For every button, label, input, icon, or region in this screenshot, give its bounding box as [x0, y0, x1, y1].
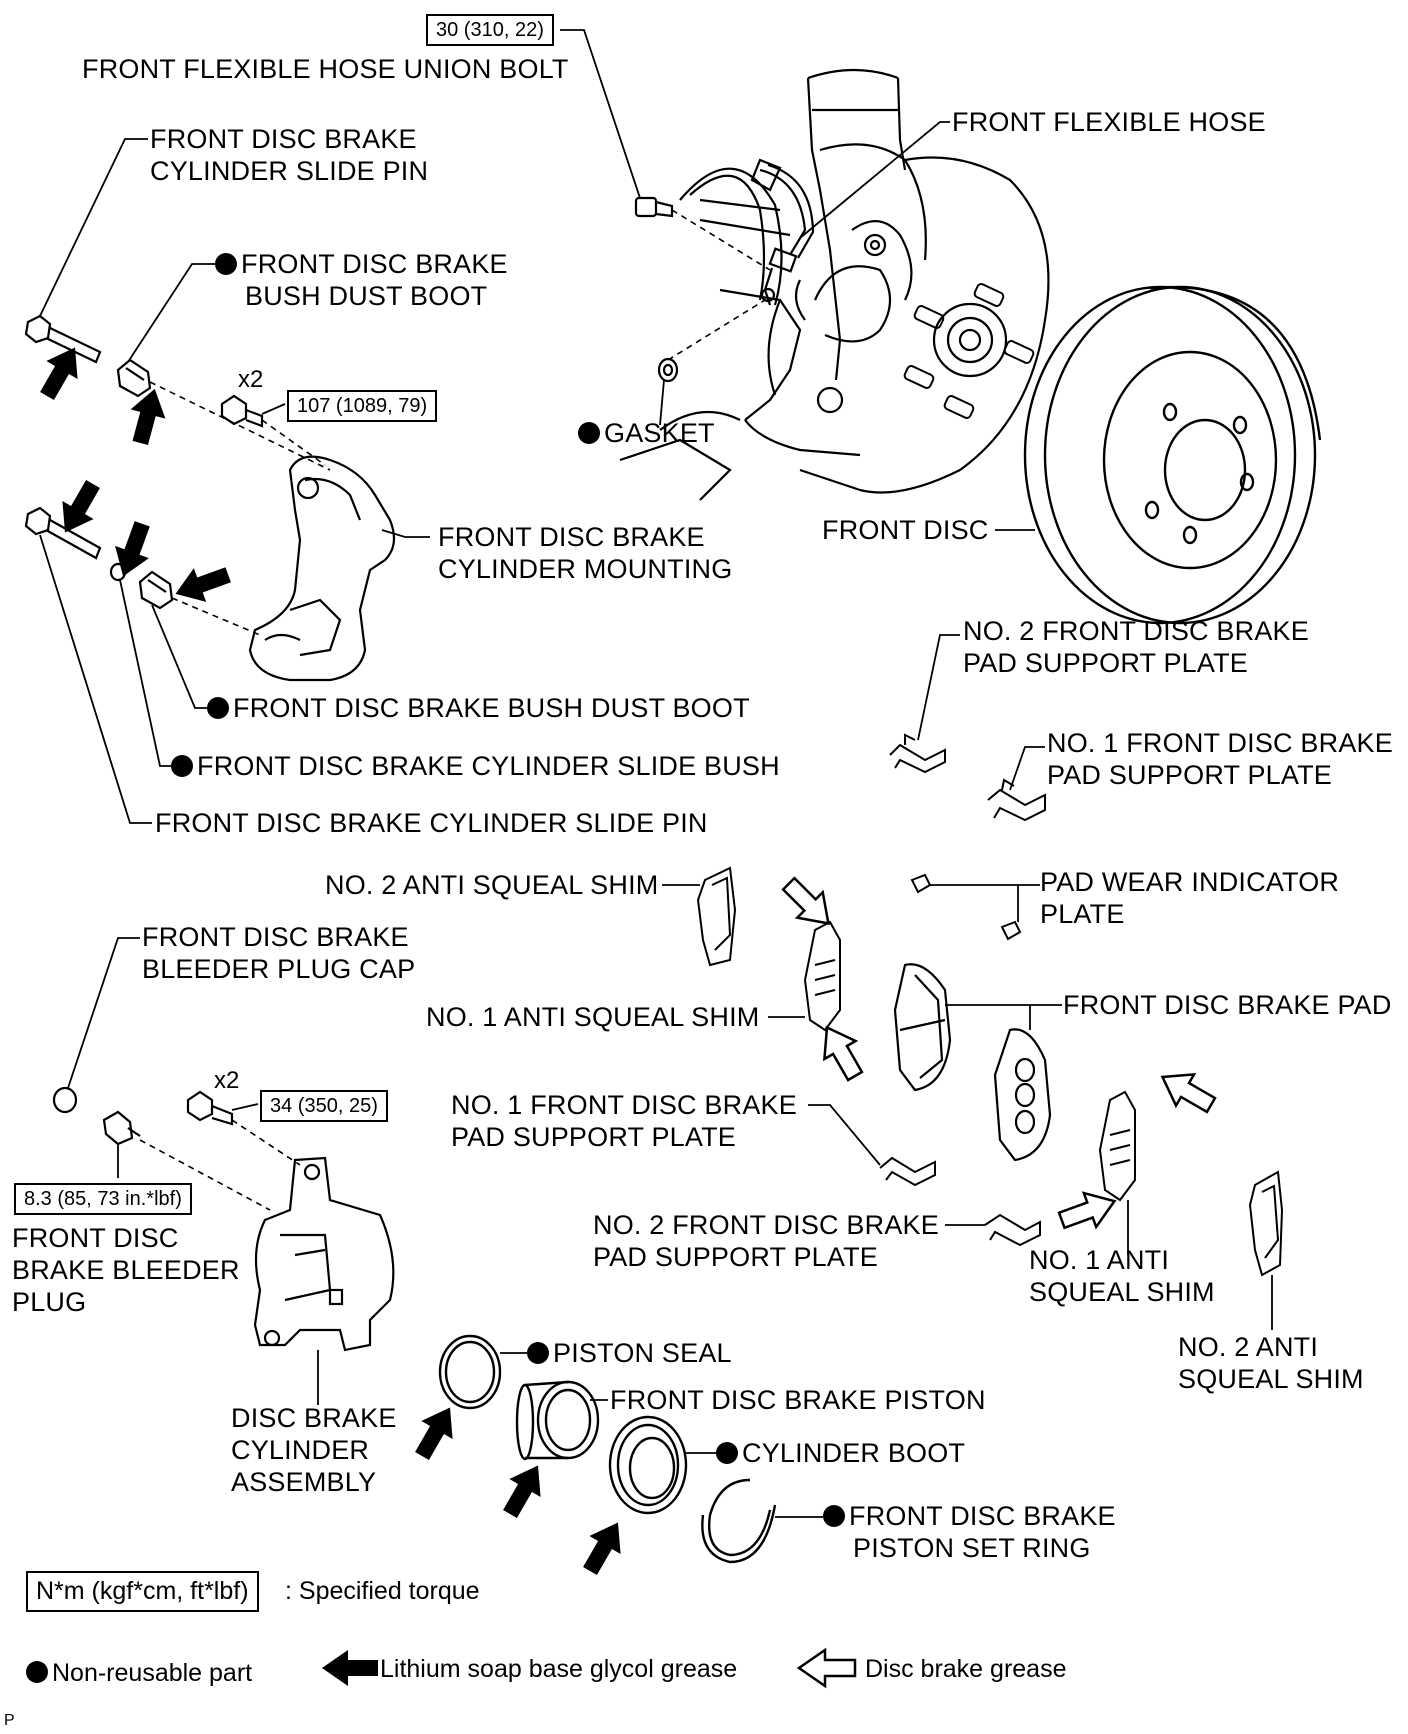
- mounting-bolt-torque-box: 107 (1089, 79): [287, 390, 438, 422]
- no1-anti-squeal-shim-right-drawing: [1098, 1090, 1136, 1202]
- steering-knuckle-drawing: [619, 68, 1050, 501]
- non-reusable-bullet-icon: [716, 1442, 738, 1464]
- cylinder-bolt-multiplier: x2: [214, 1067, 240, 1094]
- leader-lines: [39, 29, 1273, 1518]
- no1-pad-support-plate-mid-drawing: [879, 1156, 936, 1187]
- legend-lithium-arrow: [322, 1650, 378, 1686]
- bleeder-plug-drawing: [102, 1110, 141, 1146]
- bush-dust-boot-bottom-label: FRONT DISC BRAKE BUSH DUST BOOT: [207, 692, 750, 724]
- non-reusable-bullet-icon: [26, 1661, 48, 1683]
- caliper-dashed-leaders: [139, 1119, 301, 1211]
- disc-grease-arrow: [1054, 1182, 1122, 1239]
- cylinder-boot-label: CYLINDER BOOT: [716, 1437, 965, 1469]
- lithium-grease-arrow: [406, 1398, 466, 1465]
- no2-pad-support-plate-bottom-drawing: [984, 1213, 1041, 1247]
- corner-code: P: [4, 1712, 15, 1729]
- bush-dust-boot-top-label: FRONT DISC BRAKE BUSH DUST BOOT: [215, 248, 508, 312]
- lithium-grease-arrow: [122, 384, 173, 448]
- bleeder-plug-cap-drawing: [52, 1086, 78, 1114]
- no2-anti-squeal-shim-left-label: NO. 2 ANTI SQUEAL SHIM: [325, 870, 659, 900]
- hose-dashed-leaders: [667, 209, 771, 361]
- union-bolt-torque-box: 30 (310, 22): [426, 14, 554, 46]
- slide-pin-bottom-label: FRONT DISC BRAKE CYLINDER SLIDE PIN: [155, 808, 708, 838]
- lower-bush-dust-boot-drawing: [138, 570, 174, 610]
- legend-disc-grease: Disc brake grease: [865, 1655, 1067, 1683]
- disc-grease-arrow: [1152, 1060, 1222, 1122]
- gasket-drawing: [657, 357, 679, 383]
- gasket-label: GASKET: [578, 417, 715, 449]
- piston-seal-label: PISTON SEAL: [527, 1337, 732, 1369]
- disc-brake-cylinder-assembly-drawing: [253, 1156, 395, 1352]
- lithium-grease-arrow: [574, 1513, 634, 1580]
- flexible-hose-label: FRONT FLEXIBLE HOSE: [952, 107, 1266, 137]
- non-reusable-bullet-icon: [207, 697, 229, 719]
- piston-seal-drawing: [438, 1334, 502, 1410]
- brake-pad-right-drawing: [993, 1028, 1052, 1162]
- non-reusable-bullet-icon: [527, 1342, 549, 1364]
- lithium-grease-arrow: [31, 338, 91, 405]
- hub-studs: [903, 283, 1035, 419]
- no1-anti-squeal-shim-left-label: NO. 1 ANTI SQUEAL SHIM: [426, 1002, 760, 1032]
- lower-slide-pin-drawing: [24, 506, 102, 560]
- brake-pad-label: FRONT DISC BRAKE PAD: [1063, 990, 1392, 1020]
- legend-non-reusable: Non-reusable part: [26, 1659, 252, 1688]
- no1-pad-support-plate-top-drawing: [987, 778, 1046, 822]
- legend-torque-text: : Specified torque: [285, 1577, 480, 1605]
- no2-anti-squeal-shim-left-drawing: [696, 866, 737, 967]
- union-bolt-label: FRONT FLEXIBLE HOSE UNION BOLT: [82, 54, 569, 84]
- slide-bush-label: FRONT DISC BRAKE CYLINDER SLIDE BUSH: [171, 750, 780, 782]
- piston-drawing: [515, 1380, 600, 1461]
- flexible-hose-drawing: [759, 163, 815, 306]
- no2-pad-support-plate-top-drawing: [889, 733, 946, 774]
- piston-set-ring-label: FRONT DISC BRAKE PISTON SET RING: [823, 1500, 1116, 1564]
- mounting-bolt-multiplier: x2: [238, 366, 264, 393]
- cylinder-bolt-drawing: [186, 1090, 234, 1126]
- cylinder-bolt-torque-box: 34 (350, 25): [260, 1090, 388, 1122]
- legend-disc-grease-arrow: [797, 1648, 857, 1688]
- non-reusable-bullet-icon: [823, 1505, 845, 1527]
- lithium-grease-arrow: [49, 475, 109, 542]
- disc-grease-arrow: [810, 1017, 872, 1087]
- mounting-dashed-leaders: [149, 381, 331, 636]
- lithium-grease-arrow: [169, 557, 235, 611]
- brake-pad-left-drawing: [893, 963, 952, 1092]
- union-bolt-drawing: [634, 196, 674, 218]
- mounting-bolt-drawing: [220, 394, 264, 428]
- piston-label: FRONT DISC BRAKE PISTON: [610, 1385, 986, 1415]
- bleeder-plug-torque-box: 8.3 (85, 73 in.*lbf): [14, 1183, 192, 1215]
- piston-set-ring-drawing: [701, 1478, 777, 1564]
- cylinder-mounting-drawing: [248, 455, 396, 682]
- front-disc-drawing: [1023, 285, 1322, 625]
- non-reusable-bullet-icon: [171, 755, 193, 777]
- legend-lithium: Lithium soap base glycol grease: [380, 1655, 738, 1683]
- front-disc-label: FRONT DISC: [822, 515, 989, 545]
- non-reusable-bullet-icon: [578, 422, 600, 444]
- no1-anti-squeal-shim-left-drawing: [803, 920, 841, 1032]
- cylinder-boot-drawing: [608, 1415, 688, 1515]
- legend-torque-box: N*m (kgf*cm, ft*lbf): [26, 1571, 259, 1612]
- lithium-grease-arrow: [494, 1456, 554, 1523]
- upper-bush-dust-boot-drawing: [116, 358, 152, 398]
- no2-anti-squeal-shim-right-drawing: [1248, 1170, 1284, 1277]
- non-reusable-bullet-icon: [215, 253, 237, 275]
